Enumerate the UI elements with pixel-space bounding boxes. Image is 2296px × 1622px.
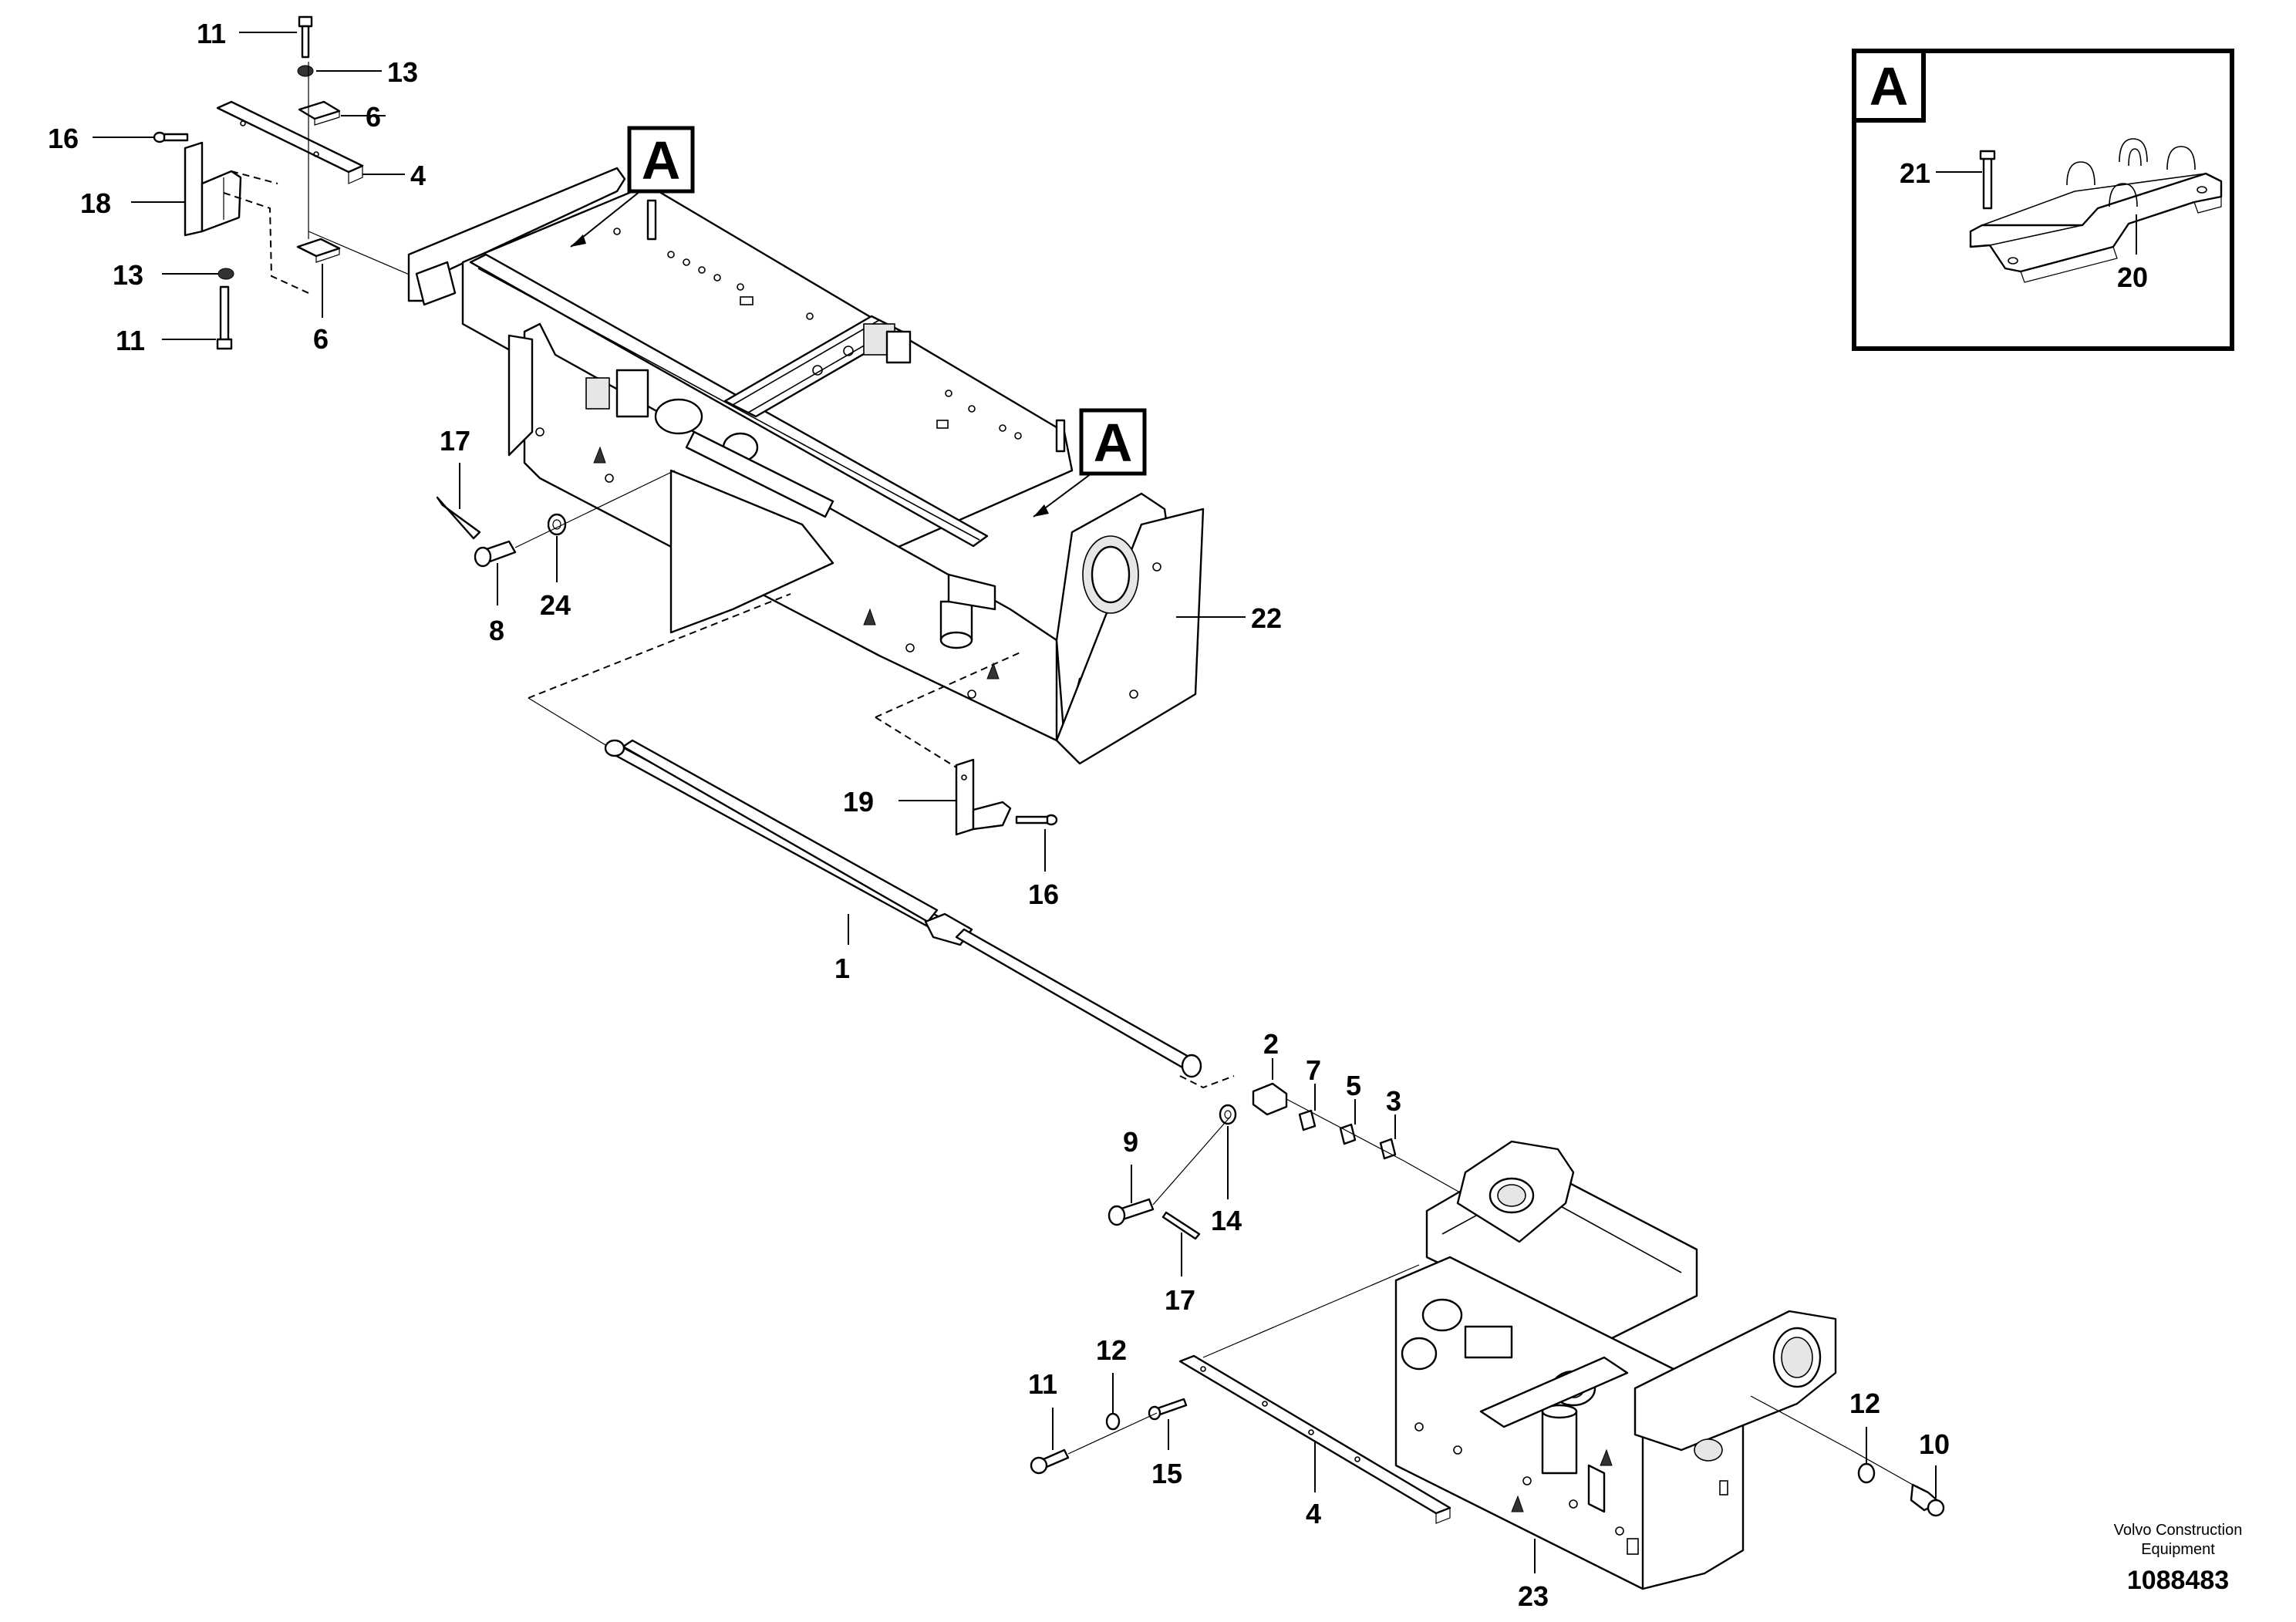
callout-1: 1 bbox=[834, 953, 850, 984]
callout-11-mid: 11 bbox=[116, 325, 145, 356]
callout-9: 9 bbox=[1123, 1126, 1138, 1158]
callout-7: 7 bbox=[1306, 1054, 1321, 1086]
callout-19: 19 bbox=[843, 786, 874, 818]
callout-24: 24 bbox=[540, 589, 571, 621]
bracket-part-20 bbox=[1969, 138, 2223, 283]
callout-17-bottom: 17 bbox=[1165, 1284, 1195, 1316]
callout-23: 23 bbox=[1518, 1580, 1549, 1612]
callout-22: 22 bbox=[1251, 602, 1282, 634]
callout-3: 3 bbox=[1386, 1085, 1401, 1117]
callout-16-top: 16 bbox=[48, 123, 79, 154]
callout-17-top: 17 bbox=[440, 425, 470, 457]
dashed-guide-1 bbox=[528, 593, 791, 699]
detail-a-inset: A 21 20 bbox=[1852, 49, 2234, 351]
reference-a-box-lower bbox=[1079, 408, 1147, 476]
reference-a-lower-label: A bbox=[1094, 413, 1133, 473]
callout-13-top: 13 bbox=[387, 56, 418, 88]
reference-a-box-upper bbox=[627, 126, 695, 194]
top-left-hardware: 11 13 6 4 16 18 6 bbox=[48, 15, 426, 356]
callout-8: 8 bbox=[489, 615, 504, 646]
callout-4-bottom: 4 bbox=[1306, 1498, 1321, 1529]
hydraulic-cylinder-part-1: 1 bbox=[604, 739, 1202, 1078]
upper-pin-hardware: 17 24 8 bbox=[436, 425, 676, 646]
callout-12-right: 12 bbox=[1849, 1388, 1880, 1419]
footer-company-line1: Volvo Construction bbox=[2114, 1522, 2243, 1539]
upper-frame-assembly-22: A A 22 bbox=[407, 126, 1282, 765]
lower-bar-hardware: 4 15 12 11 12 10 bbox=[1028, 1264, 1950, 1529]
callout-11-top: 11 bbox=[197, 18, 226, 49]
callout-16-mid: 16 bbox=[1028, 878, 1059, 910]
callout-15: 15 bbox=[1151, 1458, 1182, 1489]
callout-13-mid: 13 bbox=[113, 259, 143, 291]
footer-block: Volvo Construction Equipment 1088483 bbox=[2114, 1522, 2243, 1595]
footer-company-line2: Equipment bbox=[2141, 1541, 2215, 1558]
dashed-guide-3 bbox=[875, 717, 957, 768]
callout-20: 20 bbox=[2117, 261, 2148, 293]
detail-a-label: A bbox=[1870, 56, 1909, 116]
callout-4-top: 4 bbox=[410, 160, 426, 191]
callout-5: 5 bbox=[1346, 1070, 1361, 1101]
callout-21: 21 bbox=[1900, 157, 1930, 189]
link-hardware: 2 7 5 3 14 9 17 bbox=[1108, 1028, 1466, 1316]
bracket-part-19: 19 16 bbox=[843, 758, 1059, 910]
dashed-guide-2 bbox=[875, 651, 1023, 718]
callout-10: 10 bbox=[1919, 1428, 1950, 1460]
reference-a-upper-label: A bbox=[642, 130, 681, 191]
callout-11-bottom: 11 bbox=[1028, 1368, 1057, 1400]
detail-a-label-box bbox=[1852, 49, 1926, 123]
callout-6-bottom: 6 bbox=[313, 323, 329, 355]
bolt-part-21 bbox=[1979, 150, 1996, 210]
callout-2: 2 bbox=[1263, 1028, 1279, 1060]
callout-18: 18 bbox=[80, 187, 111, 219]
callout-12-left: 12 bbox=[1096, 1334, 1127, 1366]
lower-frame-assembly-23: 23 bbox=[1394, 1140, 1837, 1612]
drawing-number: 1088483 bbox=[2127, 1566, 2229, 1595]
callout-14: 14 bbox=[1211, 1205, 1242, 1236]
callout-6-top: 6 bbox=[366, 101, 381, 133]
